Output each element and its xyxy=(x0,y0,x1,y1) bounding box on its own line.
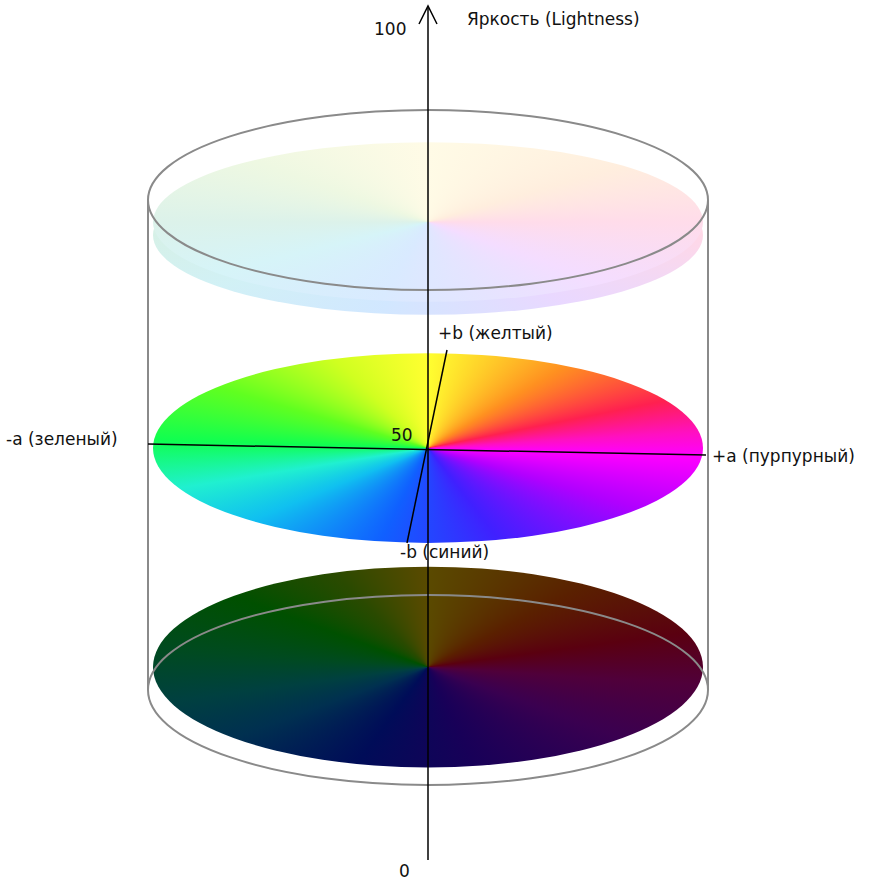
cylinder-side xyxy=(147,200,149,690)
axis-value: 0 xyxy=(399,862,410,882)
axis-label: -a (зеленый) xyxy=(6,430,118,450)
axis-value: 50 xyxy=(391,426,413,446)
b-axis xyxy=(407,350,447,543)
lightness-axis xyxy=(427,8,429,860)
axis-label: +b (желтый) xyxy=(438,324,553,344)
axis-title: Яркость (Lightness) xyxy=(467,10,640,30)
axis-value: 100 xyxy=(374,20,406,40)
cylinder-side xyxy=(707,200,709,690)
axis-label: -b (синий) xyxy=(400,543,489,563)
axis-arrowhead xyxy=(419,6,437,24)
axis-label: +a (пурпурный) xyxy=(712,447,855,467)
